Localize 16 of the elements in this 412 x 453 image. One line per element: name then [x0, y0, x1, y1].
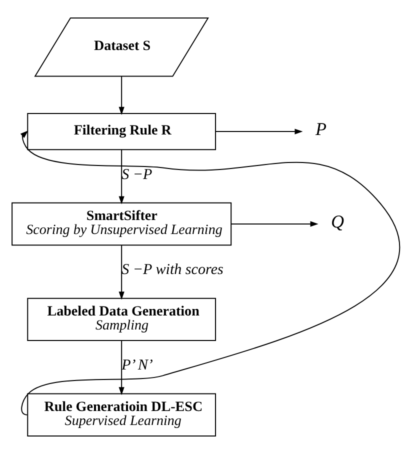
node-box: Filtering Rule R	[27, 112, 216, 150]
edge-label: P’ N’	[122, 357, 153, 374]
arrow	[231, 220, 318, 226]
node-box: SmartSifter Scoring by Unsupervised Learning	[12, 202, 232, 246]
arrow	[216, 128, 303, 134]
arrow	[118, 340, 124, 395]
node-text: Q	[331, 210, 344, 231]
edge-label: S −P with scores	[122, 262, 224, 278]
arrow	[118, 76, 124, 114]
node-text: P	[315, 118, 327, 138]
arrow	[118, 150, 124, 204]
arrow	[118, 244, 124, 300]
arrow	[20, 130, 400, 415]
edge-label: S −P	[122, 166, 152, 182]
node-box: Labeled Data Generation Sampling	[27, 297, 216, 341]
node-box: Rule Generatioin DL-ESC Supervised Learning	[27, 392, 216, 436]
